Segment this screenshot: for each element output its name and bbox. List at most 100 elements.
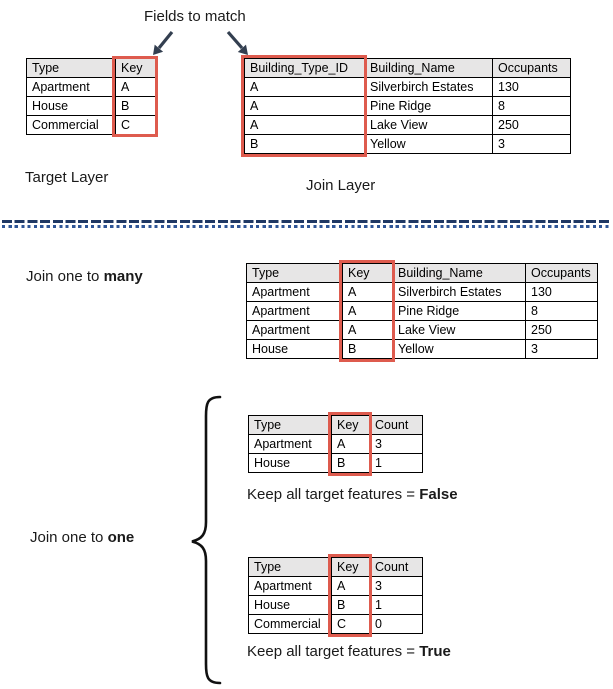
- table-cell: A: [342, 320, 393, 340]
- table-cell: A: [342, 301, 393, 321]
- table-cell: Commercial: [26, 115, 116, 135]
- table-cell: House: [246, 339, 343, 359]
- table-cell: A: [342, 282, 393, 302]
- table-cell: 130: [492, 77, 571, 97]
- table-cell: B: [115, 96, 156, 116]
- column-header: Type: [26, 58, 116, 78]
- table-cell: Apartment: [246, 282, 343, 302]
- table-cell: C: [331, 614, 370, 634]
- column-header: Building_Name: [392, 263, 526, 283]
- table-cell: 250: [492, 115, 571, 135]
- table-cell: B: [342, 339, 393, 359]
- table-cell: Silverbirch Estates: [392, 282, 526, 302]
- table-cell: Yellow: [392, 339, 526, 359]
- table-cell: Pine Ridge: [364, 96, 493, 116]
- join-one-to-one-label: Join one to one: [30, 529, 134, 546]
- column-header: Key: [331, 415, 370, 435]
- table-cell: B: [331, 453, 370, 473]
- keep-true-bold: True: [419, 643, 451, 660]
- table-cell: 8: [525, 301, 598, 321]
- fields-to-match-label: Fields to match: [144, 8, 246, 25]
- table-cell: A: [331, 576, 370, 596]
- keep-true-label: Keep all target features = True: [247, 643, 451, 660]
- column-header: Occupants: [492, 58, 571, 78]
- table-cell: Lake View: [392, 320, 526, 340]
- table-cell: 1: [369, 595, 423, 615]
- field-match-arrows: [153, 30, 248, 55]
- join-one-to-one-prefix: Join one to: [30, 529, 108, 546]
- curly-brace-icon: [191, 395, 222, 685]
- column-header: Type: [248, 557, 332, 577]
- table-cell: Commercial: [248, 614, 332, 634]
- table-cell: 3: [525, 339, 598, 359]
- column-header: Key: [331, 557, 370, 577]
- table-cell: B: [244, 134, 365, 154]
- keep-true-prefix: Keep all target features =: [247, 643, 420, 660]
- table-cell: 3: [369, 576, 423, 596]
- column-header: Occupants: [525, 263, 598, 283]
- table-cell: Pine Ridge: [392, 301, 526, 321]
- column-header: Type: [246, 263, 343, 283]
- section-divider: [2, 220, 611, 229]
- column-header: Type: [248, 415, 332, 435]
- keep-false-label: Keep all target features = False: [247, 486, 458, 503]
- table-cell: House: [26, 96, 116, 116]
- down-right-arrow-icon: [226, 30, 248, 55]
- table-cell: A: [115, 77, 156, 97]
- keep-false-prefix: Keep all target features =: [247, 486, 420, 503]
- table-cell: Apartment: [246, 301, 343, 321]
- table-cell: Apartment: [26, 77, 116, 97]
- join-one-to-many-bold: many: [103, 268, 143, 285]
- table-cell: B: [331, 595, 370, 615]
- column-header: Building_Type_ID: [244, 58, 365, 78]
- table-cell: House: [248, 595, 332, 615]
- table-cell: Yellow: [364, 134, 493, 154]
- table-cell: Apartment: [246, 320, 343, 340]
- table-cell: 3: [369, 434, 423, 454]
- table-cell: A: [244, 96, 365, 116]
- table-cell: Silverbirch Estates: [364, 77, 493, 97]
- column-header: Count: [369, 415, 423, 435]
- table-cell: C: [115, 115, 156, 135]
- table-cell: 1: [369, 453, 423, 473]
- table-cell: 250: [525, 320, 598, 340]
- table-cell: Lake View: [364, 115, 493, 135]
- table-cell: 130: [525, 282, 598, 302]
- table-cell: A: [331, 434, 370, 454]
- column-header: Count: [369, 557, 423, 577]
- column-header: Key: [115, 58, 156, 78]
- table-cell: 0: [369, 614, 423, 634]
- keep-false-bold: False: [419, 486, 458, 503]
- column-header: Building_Name: [364, 58, 493, 78]
- table-cell: A: [244, 115, 365, 135]
- join-one-to-one-bold: one: [107, 529, 135, 546]
- column-header: Key: [342, 263, 393, 283]
- down-left-arrow-icon: [153, 30, 174, 55]
- join-one-to-many-prefix: Join one to: [26, 268, 104, 285]
- table-cell: Apartment: [248, 434, 332, 454]
- table-cell: 8: [492, 96, 571, 116]
